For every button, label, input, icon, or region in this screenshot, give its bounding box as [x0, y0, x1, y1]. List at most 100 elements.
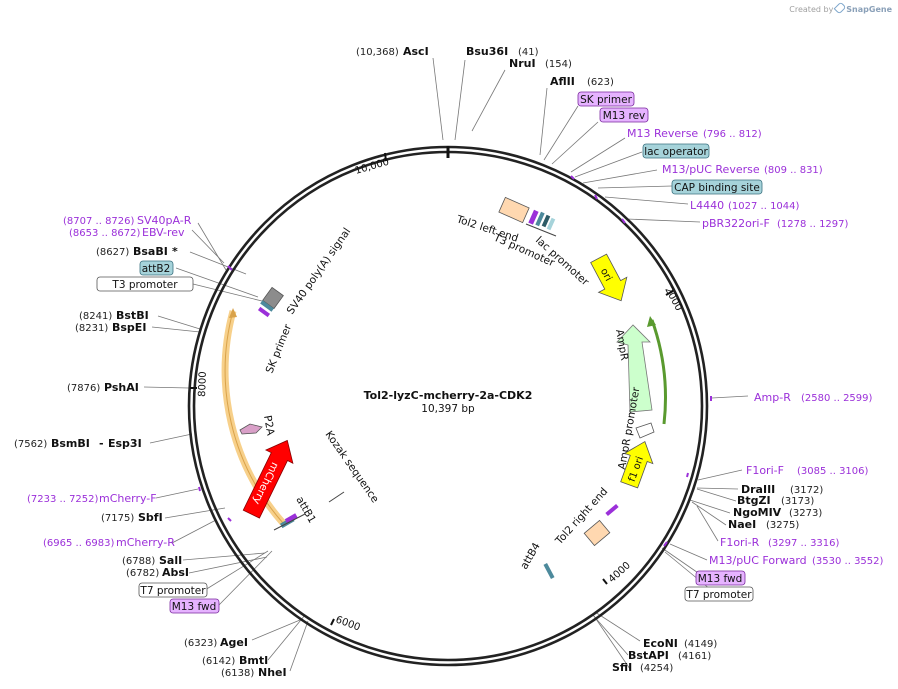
label-t3-promoter[interactable]: T3 promoter [96, 276, 194, 292]
tick-6000: 6000 [334, 614, 362, 633]
site-loc: (41) [518, 47, 539, 58]
site-sfii[interactable]: SfiI (4254) [612, 661, 673, 674]
label-t7-promoter-left[interactable]: T7 promoter [138, 582, 208, 598]
site-name: PshAI [104, 381, 139, 394]
site-name: BspEI [112, 321, 146, 334]
kb-ticks [190, 152, 674, 626]
f1-ori-feature: f1 ori [620, 440, 654, 489]
primer-mcherry-f[interactable]: (7233 .. 7252) mCherry-F [27, 492, 157, 505]
site-loc: (6782) [126, 568, 159, 579]
site-loc: (6138) [221, 668, 254, 679]
site-name: AbsI [162, 566, 189, 579]
primer-name: F1ori-F [746, 464, 784, 477]
attb1-cluster [273, 513, 306, 531]
site-pshai[interactable]: (7876) PshAI [67, 381, 139, 394]
primer-f1ori-f[interactable]: F1ori-F (3085 .. 3106) [746, 464, 869, 477]
site-loc: (6323) [184, 638, 217, 649]
site-sbfi[interactable]: (7175) SbfI [101, 511, 163, 524]
p2a-label: P2A [261, 414, 276, 437]
primer-sv40pa-r[interactable]: (8707 .. 8726) SV40pA-R [63, 214, 192, 227]
box-text: M13 fwd [172, 601, 217, 613]
site-naei[interactable]: NaeI (3275) [728, 518, 799, 531]
site-bstapi[interactable]: BstAPI (4161) [628, 649, 711, 662]
site-btgzi[interactable]: BtgZI (3173) [737, 494, 814, 507]
label-lac-operator[interactable]: lac operator [642, 143, 710, 159]
site-name: Bsu36I [466, 45, 508, 58]
box-text: CAP binding site [674, 182, 760, 194]
primer-name: pBR322ori-F [702, 217, 770, 230]
site-loc: (6142) [202, 656, 235, 667]
site-ascI[interactable]: (10,368) AscI [356, 45, 429, 58]
label-m13-fwd-left[interactable]: M13 fwd [169, 598, 220, 614]
site-bsmbi[interactable]: (7562) BsmBI - Esp3I [14, 437, 142, 450]
site-ngomiv[interactable]: NgoMIV (3273) [733, 506, 822, 519]
primer-loc: (8707 .. 8726) [63, 216, 135, 227]
box-text: T7 promoter [139, 585, 206, 597]
primer-name: Amp-R [754, 391, 791, 404]
site-aflii[interactable]: AflII (623) [550, 75, 614, 88]
leader-lines [143, 57, 749, 672]
site-bstbi[interactable]: (8241) BstBI [79, 309, 149, 322]
primer-mcherry-r[interactable]: (6965 .. 6983) mCherry-R [43, 536, 175, 549]
kozak-label: Kozak sequence [323, 429, 381, 505]
attb4-cluster [543, 503, 619, 580]
site-name-esp3i: Esp3I [108, 437, 142, 450]
site-draiii[interactable]: DraIII (3172) [741, 483, 823, 496]
site-bsu36i[interactable]: Bsu36I (41) [466, 45, 539, 58]
primer-f1ori-r[interactable]: F1ori-R (3297 .. 3316) [720, 536, 840, 549]
site-loc: (7876) [67, 383, 100, 394]
primer-name: mCherry-R [116, 536, 175, 549]
cds-arc-head [229, 308, 237, 318]
primer-amp-r[interactable]: Amp-R (2580 .. 2599) [754, 391, 873, 404]
primer-m13-reverse[interactable]: M13 Reverse (796 .. 812) [627, 127, 762, 140]
primer-m13-puc-reverse[interactable]: M13/pUC Reverse (809 .. 831) [662, 163, 823, 176]
tol2-left-end-feature [498, 196, 530, 224]
green-arc-head [647, 316, 656, 327]
site-nhei[interactable]: (6138) NheI [221, 666, 287, 679]
site-loc: (3273) [789, 508, 822, 519]
site-loc: (8241) [79, 311, 112, 322]
site-name: NaeI [728, 518, 756, 531]
site-name: BsmBI [51, 437, 90, 450]
label-t7-promoter-right[interactable]: T7 promoter [684, 586, 754, 602]
site-bmti[interactable]: (6142) BmtI [202, 654, 268, 667]
label-cap-binding-site[interactable]: CAP binding site [671, 179, 763, 195]
box-text: T7 promoter [685, 589, 752, 601]
site-name: BtgZI [737, 494, 771, 507]
site-econi[interactable]: EcoNI (4149) [643, 637, 717, 650]
label-attb2[interactable]: attB2 [139, 260, 174, 276]
site-name: NgoMIV [733, 506, 782, 519]
primer-loc: (3530 .. 3552) [812, 556, 884, 567]
primer-ebv-rev[interactable]: (8653 .. 8672) EBV-rev [69, 226, 185, 239]
site-loc: (6788) [122, 556, 155, 567]
primer-loc: (2580 .. 2599) [801, 393, 873, 404]
primer-name: SV40pA-R [137, 214, 192, 227]
primer-pbr322ori-f[interactable]: pBR322ori-F (1278 .. 1297) [702, 217, 849, 230]
label-m13-rev[interactable]: M13 rev [599, 107, 649, 123]
primer-l4440[interactable]: L4440 (1027 .. 1044) [690, 199, 800, 212]
site-agei[interactable]: (6323) AgeI [184, 636, 248, 649]
site-name: BstAPI [628, 649, 669, 662]
primer-m13-puc-forward[interactable]: M13/pUC Forward (3530 .. 3552) [709, 554, 884, 567]
site-nrui[interactable]: NruI (154) [509, 57, 572, 70]
site-name: SbfI [138, 511, 163, 524]
site-absi[interactable]: (6782) AbsI [126, 566, 189, 579]
tick-8000: 8000 [197, 371, 209, 397]
attribution-brand: SnapGene [846, 5, 892, 14]
p2a-feature [239, 423, 263, 435]
label-sk-primer[interactable]: SK primer [577, 91, 635, 107]
site-name: NruI [509, 57, 536, 70]
primer-name: EBV-rev [142, 226, 185, 239]
box-text: M13 fwd [698, 573, 743, 585]
site-loc: (10,368) [356, 47, 399, 58]
site-name: SfiI [612, 661, 632, 674]
site-bspei[interactable]: (8231) BspEI [75, 321, 146, 334]
site-bsabi[interactable]: (8627) BsaBI * [96, 245, 178, 258]
site-sali[interactable]: (6788) SalI [122, 554, 182, 567]
tick-2000: 2000 [662, 285, 684, 313]
sv40-cluster [257, 300, 274, 318]
top-feature-cluster [525, 209, 557, 237]
label-m13-fwd-right[interactable]: M13 fwd [695, 570, 746, 586]
